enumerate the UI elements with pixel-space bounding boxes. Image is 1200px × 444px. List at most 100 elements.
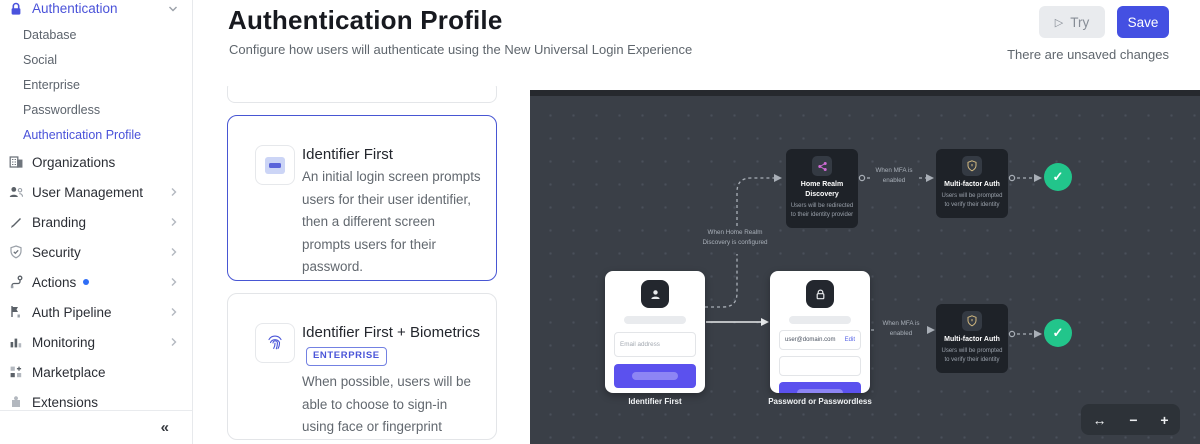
sidebar-item-database[interactable]: Database (0, 22, 192, 47)
mock-input-placeholder: Email address (620, 341, 660, 348)
option-description: When possible, users will be able to cho… (302, 374, 471, 444)
page-title: Authentication Profile (228, 5, 503, 35)
padlock-icon (806, 280, 834, 308)
diagram-zoom-toolbar: ↔ − + (1081, 404, 1180, 435)
grid-plus-icon (8, 364, 24, 380)
sidebar-item-enterprise[interactable]: Enterprise (0, 72, 192, 97)
enterprise-badge: ENTERPRISE (306, 346, 387, 367)
person-icon (641, 280, 669, 308)
sidebar-item-label: Security (32, 244, 81, 260)
node-title: Home Realm Discovery (800, 181, 844, 198)
chevron-right-icon (170, 337, 178, 347)
lock-icon (8, 1, 24, 17)
try-button[interactable]: ▷ Try (1039, 6, 1105, 38)
sidebar-item-label: Authentication (32, 1, 118, 16)
login-flow-preview-panel: Home Realm Discovery Users will be redir… (530, 90, 1200, 444)
sidebar-item-monitoring[interactable]: Monitoring (0, 327, 192, 357)
users-icon (8, 184, 24, 200)
sidebar-item-passwordless[interactable]: Passwordless (0, 97, 192, 122)
save-button-label: Save (1127, 14, 1159, 30)
mock-text-bar (624, 316, 686, 324)
panel-top-edge (530, 90, 1200, 96)
node-description: Users will be prompted to verify their i… (941, 192, 1003, 209)
sidebar-item-marketplace[interactable]: Marketplace (0, 357, 192, 387)
sidebar-item-label: Authentication Profile (23, 127, 142, 142)
sidebar-item-label: Extensions (32, 394, 99, 410)
sidebar-item-label: User Management (32, 184, 144, 200)
try-button-label: Try (1070, 14, 1090, 30)
sidebar-item-authentication-profile[interactable]: Authentication Profile (0, 122, 192, 147)
fingerprint-icon (255, 323, 295, 363)
collapse-sidebar-button[interactable]: « (160, 419, 169, 436)
condition-label-home-realm: When Home Realm Discovery is configured (702, 229, 768, 247)
chevron-right-icon (170, 247, 178, 257)
mock-identifier-value: user@domain.com Edit (779, 330, 861, 350)
sidebar-item-auth-pipeline[interactable]: Auth Pipeline (0, 297, 192, 327)
node-multi-factor-auth-mid: Multi-factor Auth Users will be prompted… (936, 304, 1008, 374)
sidebar-item-organizations[interactable]: Organizations (0, 147, 192, 177)
mock-password-screen: user@domain.com Edit (770, 271, 870, 393)
chevron-right-icon (170, 217, 178, 227)
sidebar-item-label: Enterprise (23, 77, 80, 92)
share-icon (812, 156, 832, 176)
sidebar-item-actions[interactable]: Actions (0, 267, 192, 297)
notification-dot (83, 279, 90, 285)
sidebar-item-label: Branding (32, 214, 87, 230)
sidebar-item-label: Database (23, 27, 77, 42)
sidebar-item-label: Social (23, 52, 58, 67)
option-card-identifier-first-biometrics[interactable]: Identifier First + Biometrics ENTERPRISE… (227, 293, 497, 444)
node-multi-factor-auth-top: Multi-factor Auth Users will be prompted… (936, 149, 1008, 219)
identifier-first-icon (255, 145, 295, 185)
mock-password-input (779, 356, 861, 376)
chevron-right-icon (170, 307, 178, 317)
zoom-out-icon[interactable]: − (1129, 411, 1138, 428)
page-subtitle: Configure how users will authenticate us… (229, 42, 693, 57)
sidebar-item-social[interactable]: Social (0, 47, 192, 72)
option-title: Identifier First + Biometrics ENTERPRISE (302, 321, 480, 368)
organizations-icon (8, 154, 24, 170)
shield-icon (962, 156, 982, 176)
sidebar-item-security[interactable]: Security (0, 237, 192, 267)
fit-width-icon[interactable]: ↔ (1092, 411, 1107, 428)
option-description: An initial login screen prompts users fo… (302, 169, 481, 275)
mock-submit-button (779, 382, 861, 393)
zoom-in-icon[interactable]: + (1160, 411, 1169, 428)
success-check-icon: ✓ (1044, 319, 1072, 347)
sidebar-item-branding[interactable]: Branding (0, 207, 192, 237)
node-title: Multi-factor Auth (944, 336, 1000, 343)
node-home-realm-discovery: Home Realm Discovery Users will be redir… (786, 149, 858, 229)
auth-profile-options-list: Identifier First An initial login screen… (227, 86, 497, 444)
shield-icon (962, 311, 982, 331)
puzzle-icon (8, 394, 24, 410)
sidebar-item-extensions[interactable]: Extensions (0, 387, 192, 417)
condition-label-mfa: When MFA is enabled (877, 319, 925, 340)
save-button[interactable]: Save (1117, 6, 1169, 38)
sidebar-item-label: Marketplace (32, 364, 106, 380)
mock-text-bar (789, 316, 851, 324)
shield-check-icon (8, 244, 24, 260)
header-actions: ▷ Try Save (1039, 6, 1169, 38)
play-icon: ▷ (1054, 16, 1064, 29)
screen-label-password: Password or Passwordless (768, 397, 872, 406)
mock-identifier-screen: Email address (605, 271, 705, 393)
condition-label-mfa: When MFA is enabled (870, 166, 918, 187)
node-description: Users will be redirected to their identi… (790, 202, 854, 218)
chevron-down-icon (168, 5, 178, 13)
sidebar-item-user-management[interactable]: User Management (0, 177, 192, 207)
mock-edit-link: Edit (844, 337, 855, 343)
option-title-text: Identifier First + Biometrics (302, 324, 480, 341)
node-description: Users will be prompted to verify their i… (941, 347, 1003, 364)
mock-email-input: Email address (614, 332, 696, 357)
sidebar-item-authentication[interactable]: Authentication (0, 0, 192, 22)
node-title: Multi-factor Auth (944, 181, 1000, 188)
option-card-partial[interactable] (227, 86, 497, 103)
option-title: Identifier First (302, 146, 393, 163)
main-content: Authentication Profile Configure how use… (193, 0, 1200, 444)
option-card-identifier-first[interactable]: Identifier First An initial login screen… (227, 115, 497, 281)
screen-label-identifier-first: Identifier First (628, 397, 682, 406)
flow-branch-icon (8, 274, 24, 290)
sidebar-item-label: Passwordless (23, 102, 101, 117)
paintbrush-icon (8, 214, 24, 230)
sidebar-footer: « (0, 410, 192, 444)
pipeline-icon (8, 304, 24, 320)
